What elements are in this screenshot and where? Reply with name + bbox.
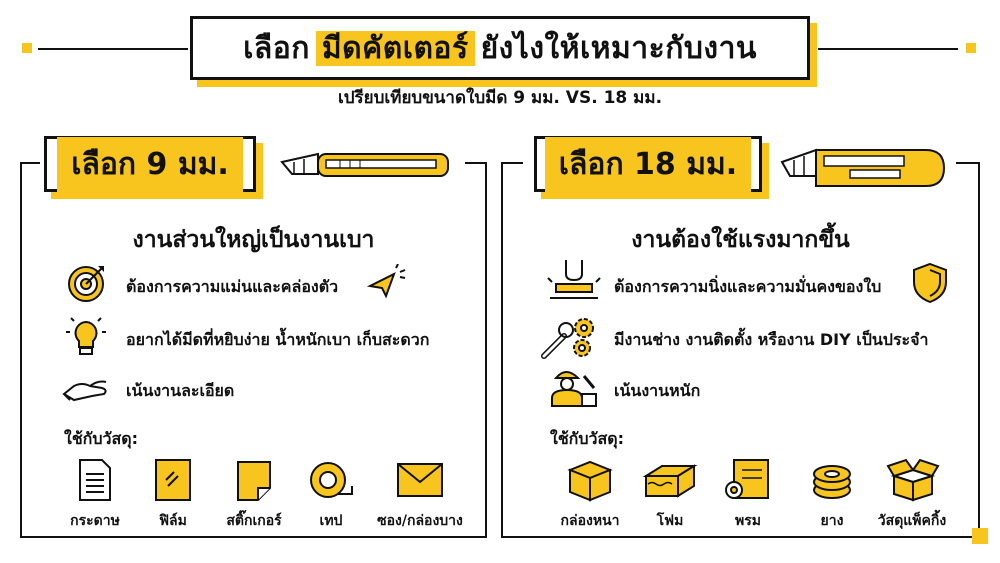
paper-icon (78, 458, 112, 502)
left-materials-title: ใช้กับวัสดุ: (64, 429, 139, 448)
hand-icon (62, 372, 110, 402)
carpet-icon (724, 456, 772, 502)
left-item-1: ต้องการความแม่นและคล่องตัว (126, 277, 339, 296)
decor-line (38, 48, 188, 50)
tools-icon (540, 316, 602, 360)
left-badge-label: เลือก 9 มม. (57, 136, 243, 192)
shield-icon (912, 262, 948, 304)
right-item-2: มีงานช่าง งานติดตั้ง หรืองาน DIY เป็นประ… (614, 330, 929, 349)
right-badge-label: เลือก 18 มม. (544, 136, 752, 192)
title-post: ยังไงให้เหมาะกับงาน (480, 30, 757, 66)
box-icon (566, 458, 614, 502)
left-item-3: เน้นงานละเอียด (126, 381, 235, 400)
left-material-label: สติ๊กเกอร์ (226, 513, 282, 529)
title-pre: เลือก (243, 30, 310, 66)
panel-border-top (501, 162, 523, 164)
left-item-2: อยากได้มีดที่หยิบง่าย น้ำหนักเบา เก็บสะด… (126, 330, 430, 349)
target-icon (66, 264, 106, 304)
cursor-sparkle-icon (366, 264, 406, 300)
left-material-label: กระดาษ (70, 513, 120, 529)
title-box: เลือกมีดคัตเตอร์ยังไงให้เหมาะกับงาน (190, 16, 810, 80)
left-badge: เลือก 9 มม. (44, 136, 256, 192)
right-materials-title: ใช้กับวัสดุ: (550, 429, 625, 448)
tape-icon (308, 460, 354, 500)
right-heading: งานต้องใช้แรงมากขึ้น (631, 227, 850, 253)
left-panel-frame (20, 162, 487, 538)
foam-icon (642, 462, 698, 500)
left-material-label: ซอง/กล่องบาง (377, 513, 463, 529)
panel-border-top (20, 162, 40, 164)
right-material-label: กล่องหนา (560, 513, 620, 529)
left-heading: งานส่วนใหญ่เป็นงานเบา (132, 227, 375, 253)
decor-square (972, 528, 988, 544)
open-box-icon (886, 456, 940, 502)
panel-border-top (465, 162, 487, 164)
right-material-label: พรม (735, 513, 761, 529)
rubber-rings-icon (810, 460, 854, 500)
lightbulb-icon (66, 316, 106, 360)
page-subtitle: เปรียบเทียบขนาดใบมีด 9 มม. VS. 18 มม. (337, 88, 663, 108)
left-material-label: เทป (319, 513, 343, 529)
right-item-1: ต้องการความนิ่งและความมั่นคงของใบ (614, 277, 882, 296)
cutter-knife-icon (780, 142, 948, 188)
panel-border-top (956, 162, 980, 164)
decor-line (818, 48, 958, 50)
decor-square (22, 43, 32, 53)
sticker-icon (234, 458, 274, 502)
envelope-icon (396, 462, 444, 498)
right-material-label: โฟม (656, 513, 684, 529)
right-material-label: ยาง (820, 513, 844, 529)
press-icon (546, 256, 602, 302)
cutter-knife-icon (280, 150, 460, 180)
left-material-label: ฟิล์ม (159, 513, 187, 529)
right-item-3: เน้นงานหนัก (614, 381, 701, 400)
decor-square (966, 43, 976, 53)
page-title: เลือกมีดคัตเตอร์ยังไงให้เหมาะกับงาน (243, 25, 757, 72)
right-badge: เลือก 18 มม. (534, 136, 762, 192)
right-panel-frame (501, 162, 980, 538)
right-material-label: วัสดุแพ็คกิ้ง (877, 513, 947, 529)
title-highlight: มีดคัตเตอร์ (315, 30, 475, 66)
film-icon (154, 458, 192, 502)
worker-icon (548, 364, 598, 408)
